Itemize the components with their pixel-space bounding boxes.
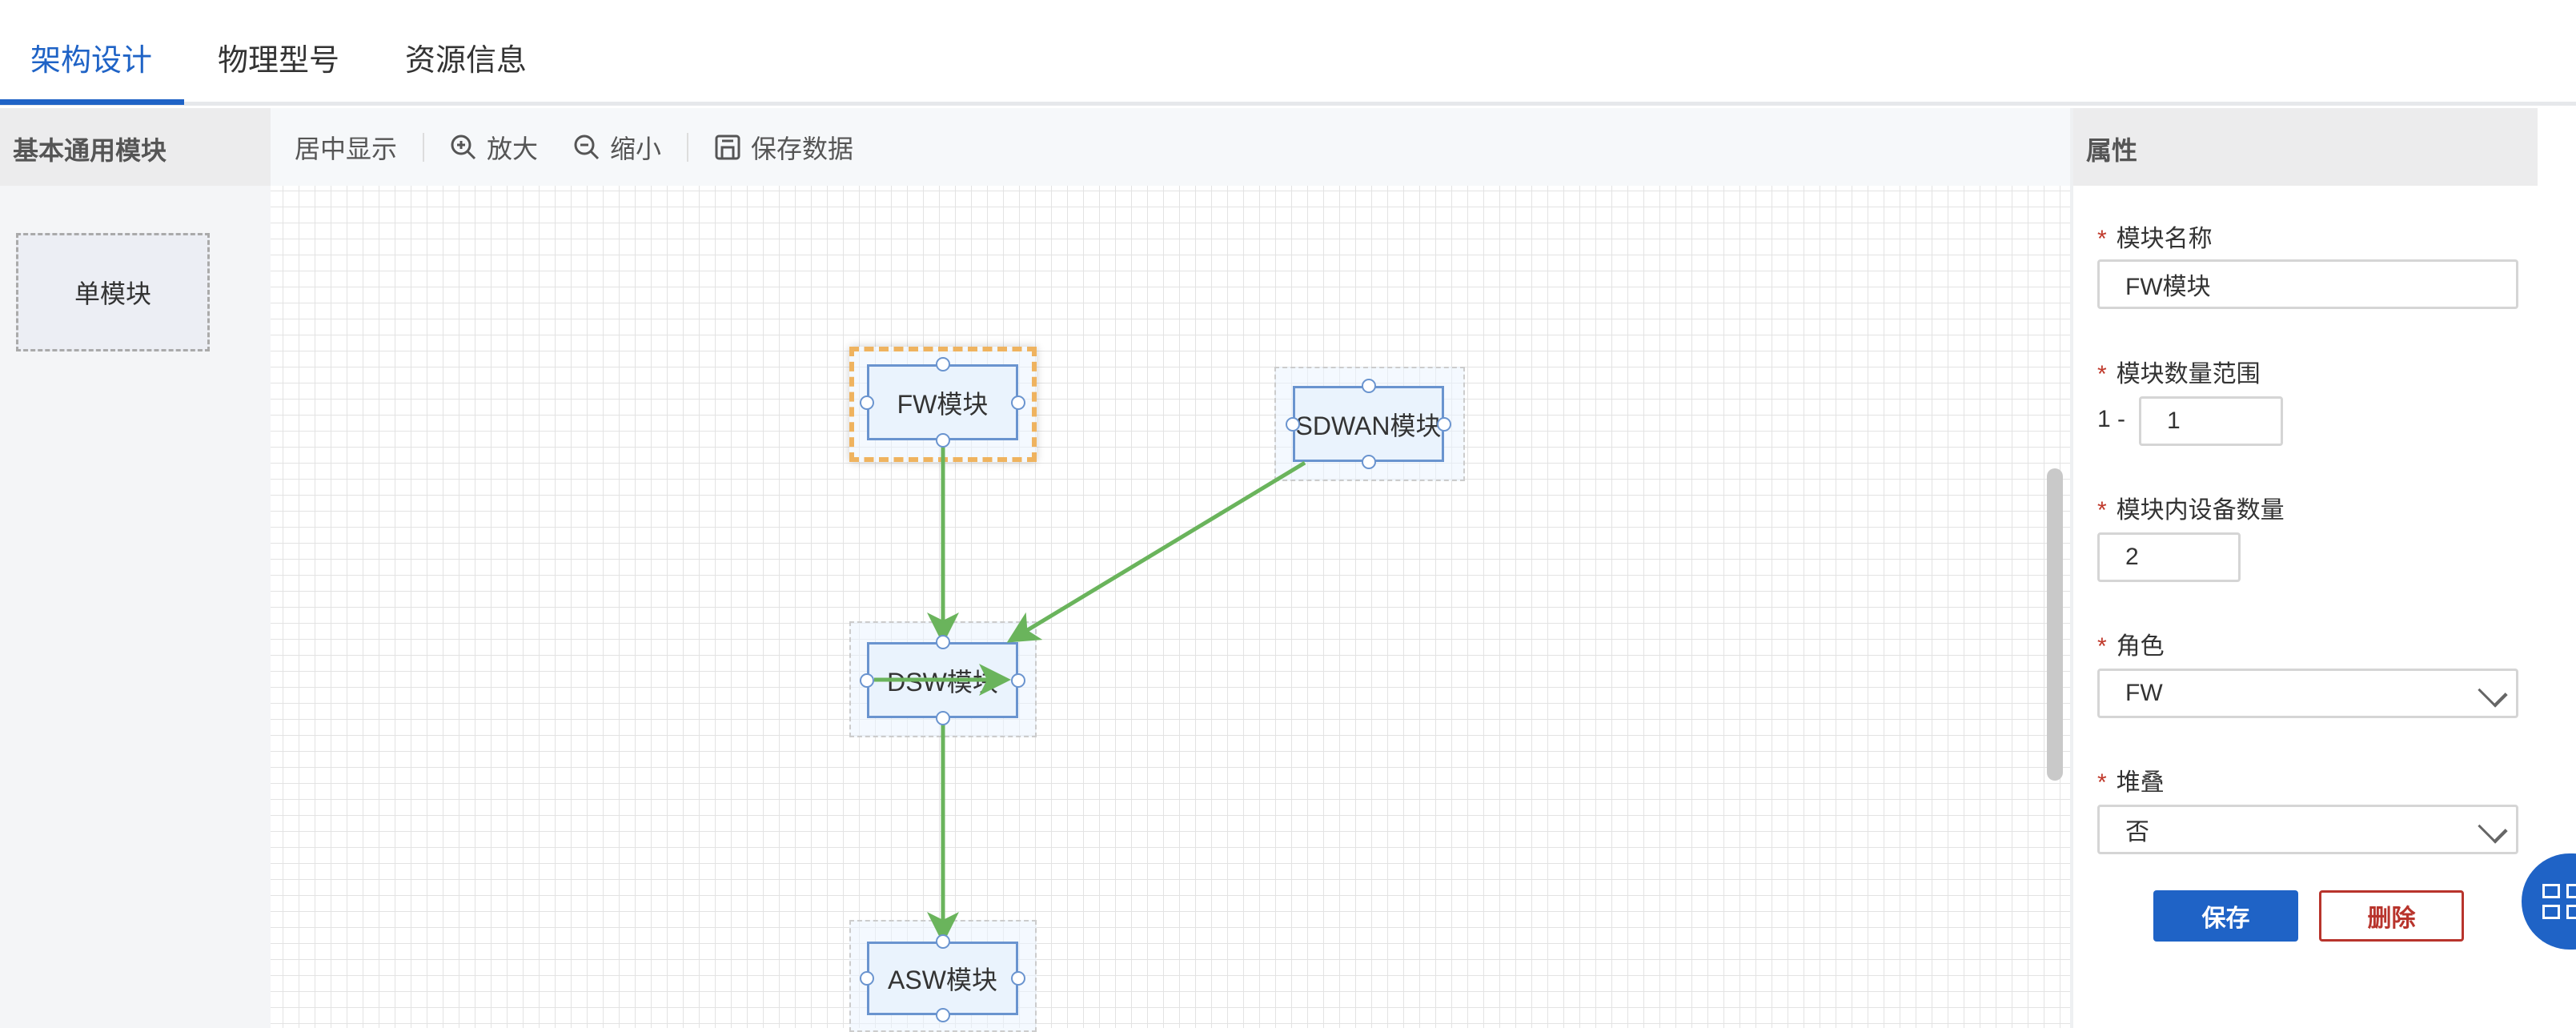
connection-port[interactable]: [860, 395, 874, 410]
zoom-out-button[interactable]: 缩小: [573, 129, 661, 166]
node-label: SDWAN模块: [1295, 411, 1442, 440]
connection-port[interactable]: [935, 934, 950, 949]
grid-icon-cell: [2566, 884, 2576, 898]
input-value: 2: [2125, 544, 2139, 570]
label-text: 模块数量范围: [2116, 361, 2261, 388]
module-range-max-input[interactable]: 1: [2139, 396, 2283, 446]
zoom-out-label: 缩小: [610, 134, 662, 163]
input-value: FW模块: [2125, 274, 2211, 300]
connection-port[interactable]: [1286, 416, 1300, 432]
connection-port[interactable]: [935, 711, 950, 725]
zoom-in-icon: [451, 135, 476, 159]
zoom-in-label: 放大: [487, 134, 539, 163]
connection-port[interactable]: [1361, 379, 1376, 393]
delete-button[interactable]: 删除: [2319, 890, 2464, 942]
chevron-down-icon: [2478, 677, 2508, 708]
module-name-label: * 模块名称: [2097, 219, 2213, 254]
node-label: ASW模块: [888, 966, 997, 994]
toolbar-divider: [687, 132, 689, 162]
tab-resource-info[interactable]: 资源信息: [405, 44, 528, 78]
connection-port[interactable]: [860, 673, 874, 688]
canvas-toolbar: 居中显示 放大 缩小 保存数据: [271, 108, 2070, 186]
node-label: DSW模块: [887, 667, 998, 697]
module-name-input[interactable]: FW模块: [2097, 259, 2518, 309]
properties-panel: 属性 * 模块名称 FW模块 * 模块数量范围 1 - 1 * 模块内设备数量 2 *…: [2070, 108, 2538, 1028]
diagram-canvas[interactable]: [271, 186, 2070, 1028]
grid-icon: [2542, 884, 2560, 898]
connection-port[interactable]: [1361, 455, 1376, 469]
required-mark: *: [2097, 769, 2107, 796]
connection-port[interactable]: [935, 433, 950, 448]
connection-port[interactable]: [935, 1008, 950, 1022]
save-data-button[interactable]: 保存数据: [714, 129, 853, 166]
save-data-label: 保存数据: [751, 134, 854, 163]
connection-port[interactable]: [935, 357, 950, 371]
node-label: FW模块: [897, 389, 989, 419]
properties-title: 属性: [2073, 108, 2538, 186]
chevron-down-icon: [2478, 813, 2508, 844]
device-count-label: * 模块内设备数量: [2097, 490, 2285, 525]
required-mark: *: [2097, 226, 2107, 252]
connection-port[interactable]: [1437, 416, 1451, 432]
tab-architecture-design[interactable]: 架构设计: [30, 44, 153, 78]
grid-icon-cell: [2542, 905, 2560, 919]
select-value: 否: [2125, 819, 2149, 845]
connection-port[interactable]: [860, 971, 874, 986]
tab-bar: 架构设计 物理型号 资源信息: [0, 0, 2576, 106]
connection-port[interactable]: [935, 635, 950, 649]
range-prefix: 1 -: [2097, 406, 2126, 432]
required-mark: *: [2097, 361, 2107, 388]
center-view-label: 居中显示: [295, 134, 398, 163]
zoom-in-button[interactable]: 放大: [450, 129, 538, 166]
stack-label: * 堆叠: [2097, 762, 2165, 797]
role-select[interactable]: FW: [2097, 669, 2518, 718]
palette-item-single-module[interactable]: 单模块: [16, 233, 210, 351]
node-dsw-module[interactable]: DSW模块: [867, 642, 1018, 718]
node-fw-module[interactable]: FW模块: [867, 364, 1018, 440]
module-range-label: * 模块数量范围: [2097, 354, 2261, 389]
save-button[interactable]: 保存: [2153, 890, 2298, 942]
label-text: 模块内设备数量: [2116, 497, 2285, 524]
save-icon: [715, 135, 740, 159]
zoom-out-icon: [574, 135, 600, 159]
connection-port[interactable]: [1011, 971, 1025, 986]
module-palette: 基本通用模块 单模块: [0, 108, 271, 1028]
node-sdwan-module[interactable]: SDWAN模块: [1293, 386, 1444, 462]
required-mark: *: [2097, 497, 2107, 524]
connection-port[interactable]: [1011, 673, 1025, 688]
node-asw-module[interactable]: ASW模块: [867, 942, 1018, 1015]
tab-physical-model[interactable]: 物理型号: [218, 44, 340, 78]
select-value: FW: [2125, 680, 2163, 706]
connection-port[interactable]: [1011, 395, 1025, 410]
role-label: * 角色: [2097, 626, 2165, 661]
grid-icon-cell: [2566, 905, 2576, 919]
device-count-input[interactable]: 2: [2097, 532, 2241, 582]
required-mark: *: [2097, 633, 2107, 660]
canvas-scrollbar[interactable]: [2047, 468, 2063, 781]
active-tab-indicator: [0, 99, 184, 105]
toolbar-divider: [423, 132, 425, 162]
label-text: 堆叠: [2116, 769, 2165, 796]
stack-select[interactable]: 否: [2097, 805, 2518, 854]
label-text: 角色: [2116, 633, 2165, 660]
palette-title: 基本通用模块: [0, 108, 271, 186]
center-view-button[interactable]: 居中显示: [295, 129, 397, 166]
label-text: 模块名称: [2116, 226, 2213, 252]
input-value: 1: [2167, 408, 2181, 434]
